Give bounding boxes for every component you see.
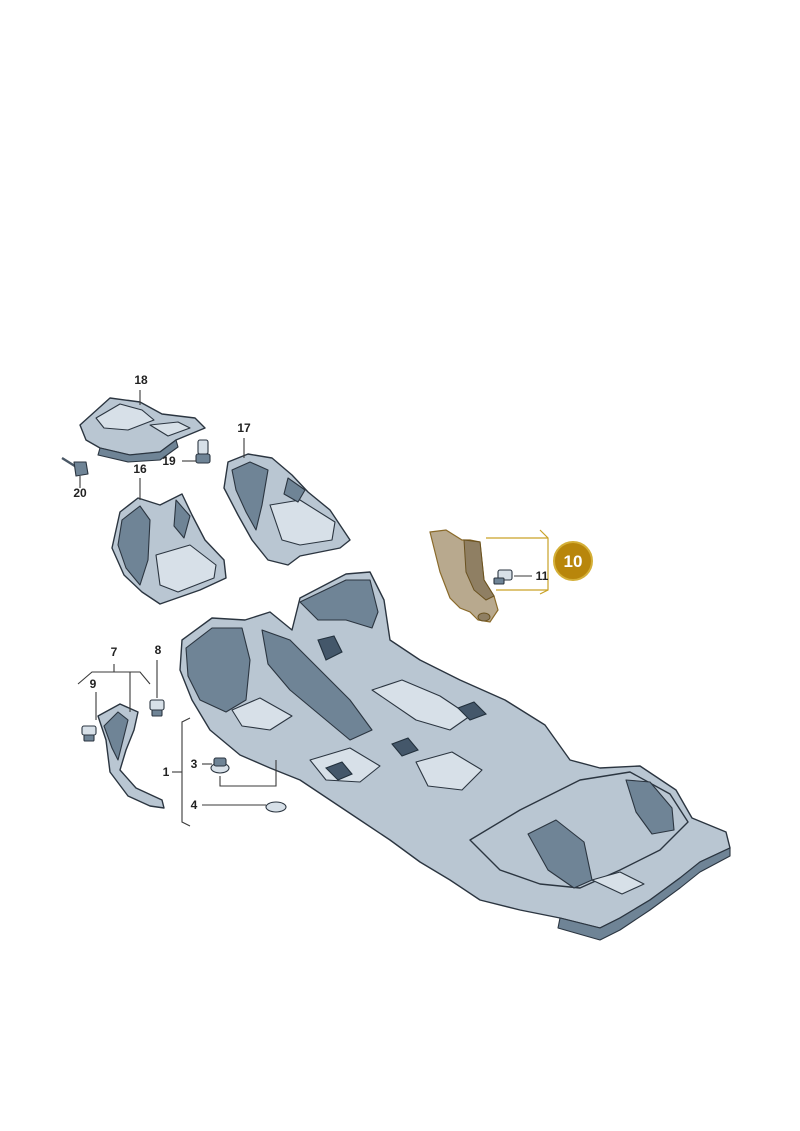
part-3-clip [202, 757, 277, 787]
part-8-clip [149, 660, 165, 717]
callout-11: 11 [536, 569, 549, 583]
callout-8: 8 [155, 643, 162, 657]
bracket-1 [181, 717, 191, 827]
part-1-floor-carpet [179, 571, 731, 941]
part-10-trim-panel-highlighted [429, 529, 593, 623]
callout-10-badge [553, 541, 593, 581]
callout-4: 4 [191, 798, 198, 812]
callout-16: 16 [133, 462, 147, 476]
part-16-trim-panel [111, 478, 227, 605]
callout-17: 17 [237, 421, 251, 435]
part-17-trim-panel [223, 438, 351, 566]
part-19-bolt [182, 439, 211, 464]
part-7-pillar-trim [77, 664, 165, 809]
part-11-clip [493, 569, 532, 585]
callout-18: 18 [134, 373, 148, 387]
callout-20: 20 [73, 486, 87, 500]
part-20-clip [61, 456, 89, 488]
part-4-plug [202, 801, 287, 813]
part-9-clip [81, 725, 97, 742]
callout-19: 19 [162, 454, 176, 468]
part-18-upper-panel [79, 390, 206, 463]
callout-9: 9 [90, 677, 97, 691]
callout-1: 1 [163, 765, 170, 779]
callout-10: 10 [564, 552, 583, 571]
callout-7: 7 [111, 645, 118, 659]
callout-3: 3 [191, 757, 198, 771]
